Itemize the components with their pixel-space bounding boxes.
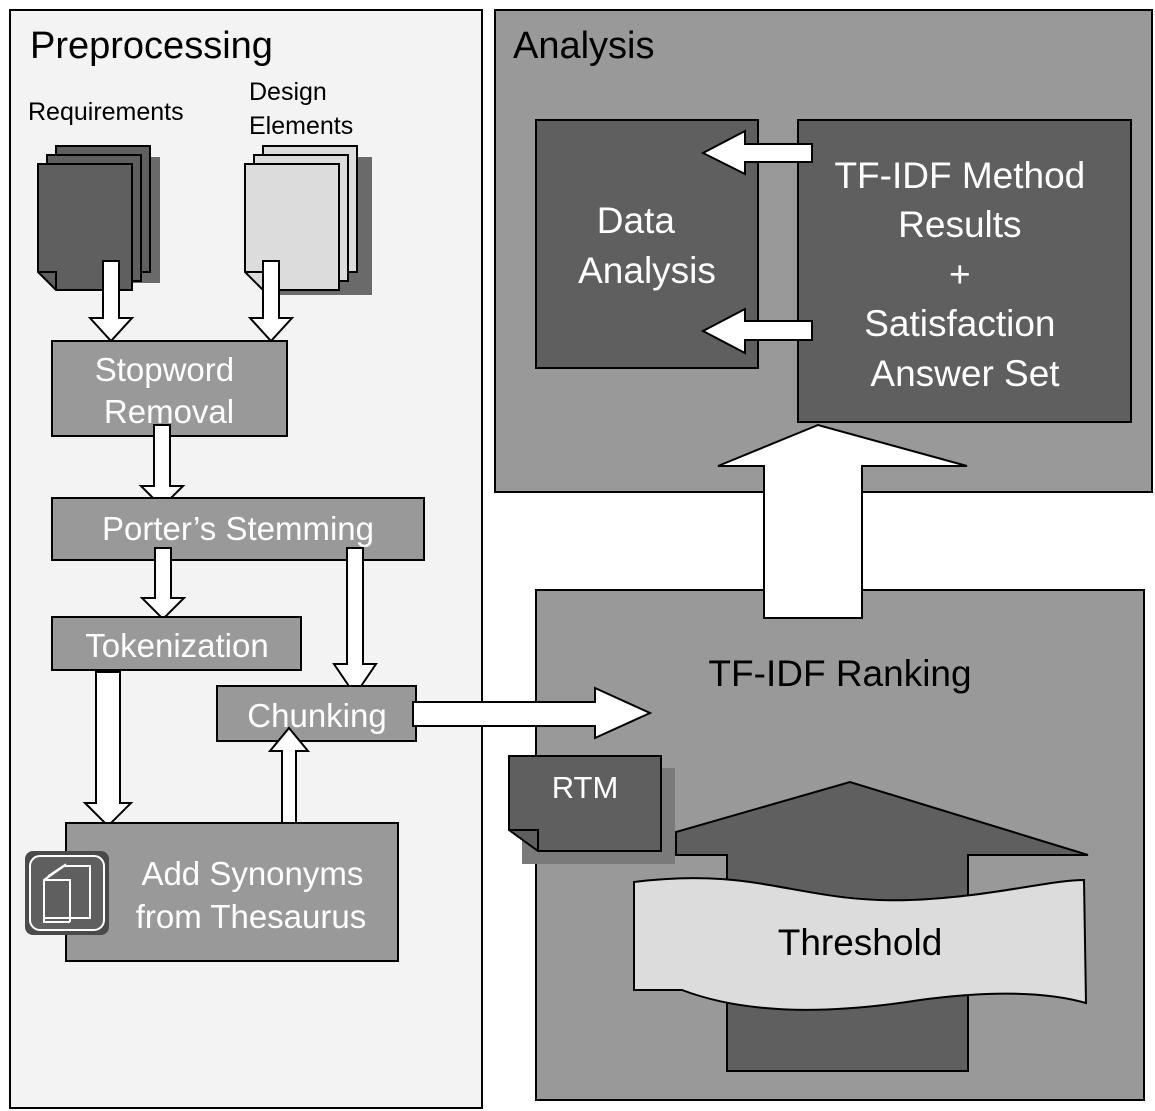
threshold-label: Threshold [778,922,943,963]
thesaurus-book-icon [25,851,109,935]
chunking-label: Chunking [247,697,386,734]
arrow-synonyms-to-chunking [267,726,311,824]
add-synonyms-box [65,822,399,962]
requirements-label: Requirements [28,98,184,126]
arrow-tokenization-to-synonyms [82,671,134,828]
rtm-document-icon [508,755,675,864]
arrow-stemming-to-tokenization [139,547,187,621]
tfidf-ranking-title: TF-IDF Ranking [708,653,971,694]
porters-stemming-label: Porter’s Stemming [102,510,374,547]
preprocessing-title: Preprocessing [30,25,273,67]
chunking-box [216,685,417,742]
arrow-requirements-to-stopword [87,260,135,343]
tokenization-label: Tokenization [85,627,268,664]
arrow-design-to-stopword [247,260,295,343]
results-box [797,119,1132,423]
stopword-removal-label: Stopword Removal [95,351,244,430]
rtm-label: RTM [552,770,619,805]
analysis-title: Analysis [513,25,655,67]
requirements-documents-icon [37,145,160,291]
data-analysis-label: Data Analysis [578,200,716,291]
design-elements-documents-icon [244,145,372,295]
arrow-results-to-analysis-top [700,129,813,176]
design-elements-label: Design Elements [249,78,353,140]
tokenization-box [51,616,302,671]
results-label: TF-IDF Method Results + Satisfaction Ans… [834,155,1095,394]
arrow-chunking-to-ranking [412,686,653,740]
arrow-ranking-to-results [717,423,968,619]
add-synonyms-label: Add Synonyms from Thesaurus [136,855,373,935]
threshold-banner [633,877,1088,1011]
arrow-results-to-analysis-bottom [700,307,813,355]
arrow-stemming-to-chunking [332,547,378,697]
arrow-stopword-to-stemming [138,424,186,509]
